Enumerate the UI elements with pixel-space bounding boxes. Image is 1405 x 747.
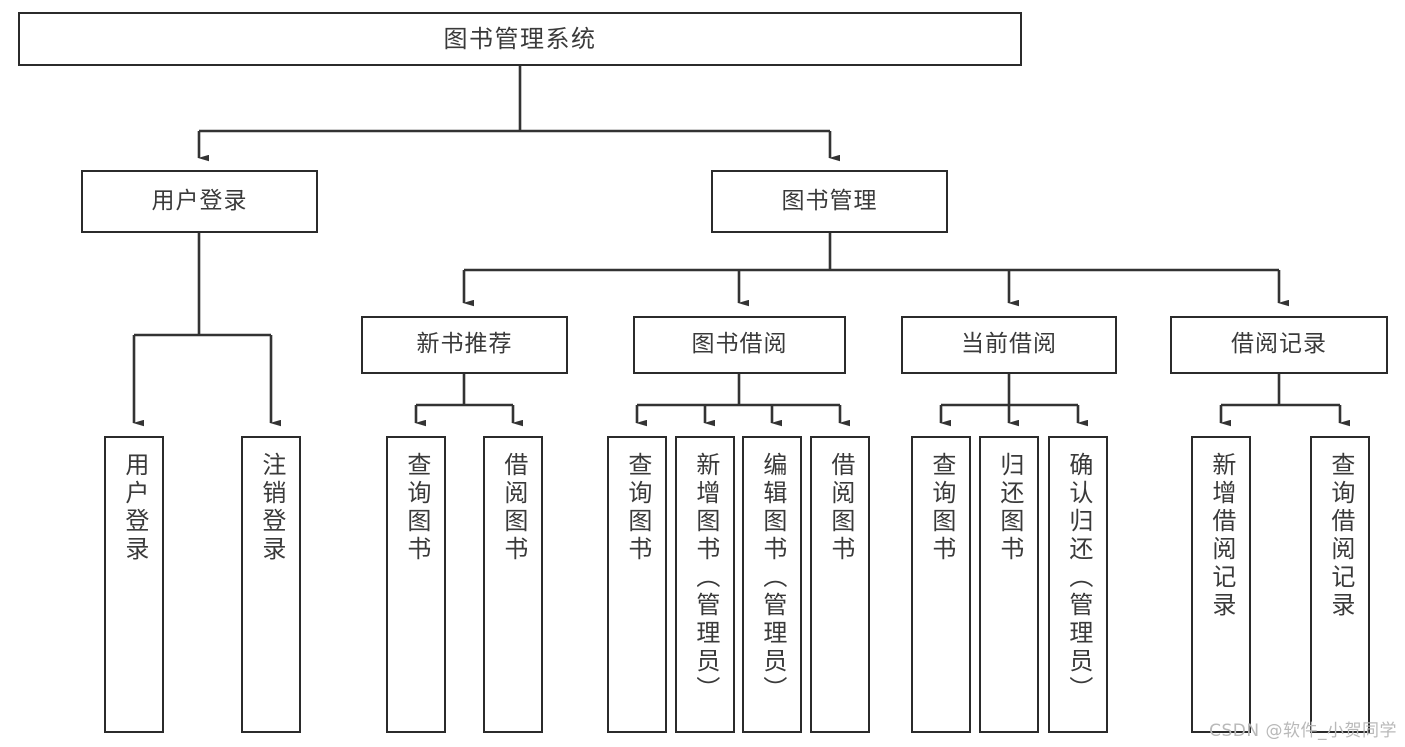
- node-label: 查询借阅记录: [1326, 452, 1355, 620]
- node-borrow-record[interactable]: 借阅记录: [1170, 316, 1388, 374]
- node-current-borrow[interactable]: 当前借阅: [901, 316, 1117, 374]
- node-label: 用户登录: [151, 187, 248, 214]
- leaf-return-book[interactable]: 归还图书: [979, 436, 1039, 733]
- node-label: 新增图书（管理员）: [691, 452, 720, 704]
- node-label: 借阅图书: [826, 452, 855, 564]
- node-label: 查询图书: [927, 452, 956, 564]
- leaf-query-book-recommend[interactable]: 查询图书: [386, 436, 446, 733]
- node-label: 图书管理系统: [443, 24, 597, 53]
- leaf-borrow-book-recommend[interactable]: 借阅图书: [483, 436, 543, 733]
- node-label: 图书管理: [781, 187, 878, 214]
- leaf-query-book-borrow[interactable]: 查询图书: [607, 436, 667, 733]
- node-label: 查询图书: [623, 452, 652, 564]
- watermark-text: CSDN @软件_小贺同学: [1209, 721, 1397, 741]
- leaf-add-borrow-record[interactable]: 新增借阅记录: [1191, 436, 1251, 733]
- node-label: 借阅图书: [499, 452, 528, 564]
- node-label: 借阅记录: [1231, 331, 1327, 358]
- leaf-add-book[interactable]: 新增图书（管理员）: [675, 436, 735, 733]
- node-new-book-recommend[interactable]: 新书推荐: [361, 316, 568, 374]
- leaf-confirm-return[interactable]: 确认归还（管理员）: [1048, 436, 1108, 733]
- leaf-query-borrow-record[interactable]: 查询借阅记录: [1310, 436, 1370, 733]
- leaf-borrow-book[interactable]: 借阅图书: [810, 436, 870, 733]
- leaf-logout-login[interactable]: 注销登录: [241, 436, 301, 733]
- node-label: 当前借阅: [961, 331, 1057, 358]
- node-label: 归还图书: [995, 452, 1024, 564]
- leaf-query-book-current[interactable]: 查询图书: [911, 436, 971, 733]
- node-label: 编辑图书（管理员）: [758, 452, 787, 704]
- node-label: 用户登录: [120, 452, 149, 564]
- node-label: 图书借阅: [691, 331, 788, 358]
- node-label: 新增借阅记录: [1207, 452, 1236, 620]
- node-root-system[interactable]: 图书管理系统: [18, 12, 1022, 66]
- node-user-login[interactable]: 用户登录: [81, 170, 318, 233]
- node-book-manage[interactable]: 图书管理: [711, 170, 948, 233]
- node-label: 新书推荐: [416, 331, 513, 358]
- node-book-borrow[interactable]: 图书借阅: [633, 316, 846, 374]
- node-label: 注销登录: [257, 452, 286, 564]
- node-label: 确认归还（管理员）: [1064, 452, 1093, 704]
- leaf-edit-book[interactable]: 编辑图书（管理员）: [742, 436, 802, 733]
- node-label: 查询图书: [402, 452, 431, 564]
- leaf-user-login[interactable]: 用户登录: [104, 436, 164, 733]
